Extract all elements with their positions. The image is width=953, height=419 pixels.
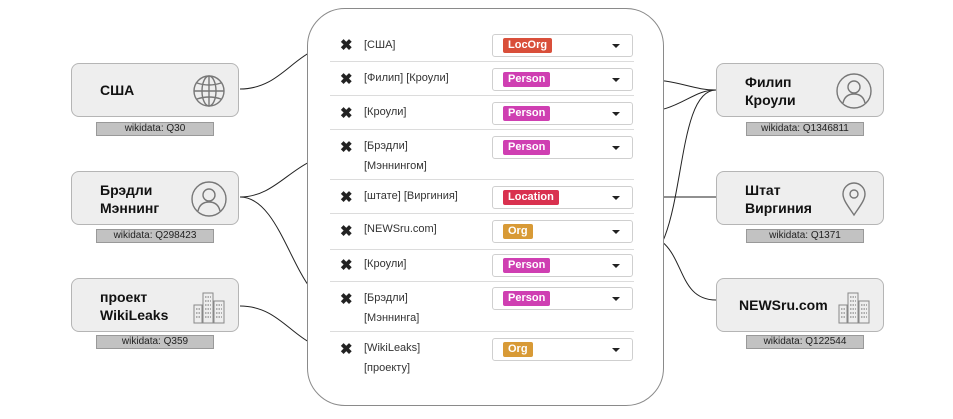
mention-text: [Филип] [Кроули] — [364, 72, 449, 84]
entity-type-select[interactable]: Org — [492, 338, 633, 361]
entity-name: NEWSru.com — [739, 297, 828, 313]
building-icon — [838, 292, 870, 324]
entity-type-select[interactable]: Person — [492, 287, 633, 310]
mention-row: ✖ [США] LocOrg — [330, 30, 634, 62]
entity-type-select[interactable]: Person — [492, 136, 633, 159]
chevron-down-icon — [612, 78, 620, 82]
entity-type-badge: Location — [503, 190, 559, 205]
mention-row: ✖ [штате] [Виргиния] Location — [330, 180, 634, 214]
mention-row: ✖ [Кроули] Person — [330, 250, 634, 282]
building-icon — [193, 292, 225, 324]
mention-text: [WikiLeaks] — [364, 342, 421, 354]
remove-icon[interactable]: ✖ — [340, 341, 353, 358]
remove-icon[interactable]: ✖ — [340, 139, 353, 156]
entity-card[interactable]: NEWSru.com — [716, 278, 884, 332]
entity-name: Кроули — [745, 92, 796, 108]
wikidata-badge: wikidata: Q298423 — [96, 229, 214, 243]
chevron-down-icon — [612, 230, 620, 234]
location-pin-icon — [842, 182, 866, 217]
entity-type-badge: Org — [503, 224, 533, 239]
mention-text: [NEWSru.com] — [364, 223, 437, 235]
remove-icon[interactable]: ✖ — [340, 71, 353, 88]
chevron-down-icon — [612, 297, 620, 301]
entity-name: Виргиния — [745, 200, 812, 216]
entity-type-select[interactable]: Org — [492, 220, 633, 243]
remove-icon[interactable]: ✖ — [340, 189, 353, 206]
remove-icon[interactable]: ✖ — [340, 37, 353, 54]
person-icon — [191, 181, 227, 217]
entity-card[interactable]: Брэдли Мэннинг — [71, 171, 239, 225]
mention-row: ✖ [Кроули] Person — [330, 96, 634, 130]
remove-icon[interactable]: ✖ — [340, 223, 353, 240]
entity-name: проект — [100, 289, 148, 305]
chevron-down-icon — [612, 348, 620, 352]
wikidata-badge: wikidata: Q122544 — [746, 335, 864, 349]
entity-name: Филип — [745, 74, 792, 90]
entity-type-select[interactable]: Person — [492, 254, 633, 277]
chevron-down-icon — [612, 44, 620, 48]
mention-row: ✖ [Филип] [Кроули] Person — [330, 62, 634, 96]
entity-type-select[interactable]: LocOrg — [492, 34, 633, 57]
mention-row: ✖ [Брэдли] [Мэннингом] Person — [330, 130, 634, 180]
entity-name: США — [100, 82, 135, 98]
chevron-down-icon — [612, 146, 620, 150]
mention-text: [Брэдли] — [364, 292, 408, 304]
chevron-down-icon — [612, 196, 620, 200]
entity-name: Штат — [745, 182, 781, 198]
wikidata-badge: wikidata: Q1371 — [746, 229, 864, 243]
entity-card[interactable]: Штат Виргиния — [716, 171, 884, 225]
remove-icon[interactable]: ✖ — [340, 291, 353, 308]
wikidata-badge: wikidata: Q359 — [96, 335, 214, 349]
chevron-down-icon — [612, 264, 620, 268]
entity-type-badge: Person — [503, 72, 551, 87]
entity-card[interactable]: США — [71, 63, 239, 117]
mention-text: [Кроули] — [364, 106, 407, 118]
entity-type-select[interactable]: Location — [492, 186, 633, 209]
mention-text: [США] — [364, 39, 396, 51]
entity-type-badge: Org — [503, 342, 533, 357]
entity-type-badge: Person — [503, 106, 551, 121]
wikidata-badge: wikidata: Q30 — [96, 122, 214, 136]
entity-name: WikiLeaks — [100, 307, 169, 323]
entity-type-badge: Person — [503, 258, 551, 273]
entity-type-badge: LocOrg — [503, 38, 553, 53]
entity-name: Брэдли — [100, 182, 153, 198]
entity-card[interactable]: проект WikiLeaks — [71, 278, 239, 332]
mention-row: ✖ [WikiLeaks] [проекту] Org — [330, 332, 634, 382]
mention-text: [штате] [Виргиния] — [364, 190, 458, 202]
chevron-down-icon — [612, 112, 620, 116]
entity-card[interactable]: Филип Кроули — [716, 63, 884, 117]
globe-icon — [193, 75, 225, 107]
remove-icon[interactable]: ✖ — [340, 257, 353, 274]
entity-type-badge: Person — [503, 140, 551, 155]
mention-row: ✖ [NEWSru.com] Org — [330, 214, 634, 250]
mention-text: [проекту] — [364, 362, 411, 374]
person-icon — [836, 73, 872, 109]
entity-type-select[interactable]: Person — [492, 68, 633, 91]
mention-row: ✖ [Брэдли] [Мэннинга] Person — [330, 282, 634, 332]
entity-type-badge: Person — [503, 291, 551, 306]
remove-icon[interactable]: ✖ — [340, 105, 353, 122]
entity-type-select[interactable]: Person — [492, 102, 633, 125]
mention-text: [Кроули] — [364, 258, 407, 270]
entity-name: Мэннинг — [100, 200, 160, 216]
wikidata-badge: wikidata: Q1346811 — [746, 122, 864, 136]
mention-text: [Брэдли] — [364, 140, 408, 152]
mention-text: [Мэннинга] — [364, 312, 420, 324]
mention-text: [Мэннингом] — [364, 160, 427, 172]
